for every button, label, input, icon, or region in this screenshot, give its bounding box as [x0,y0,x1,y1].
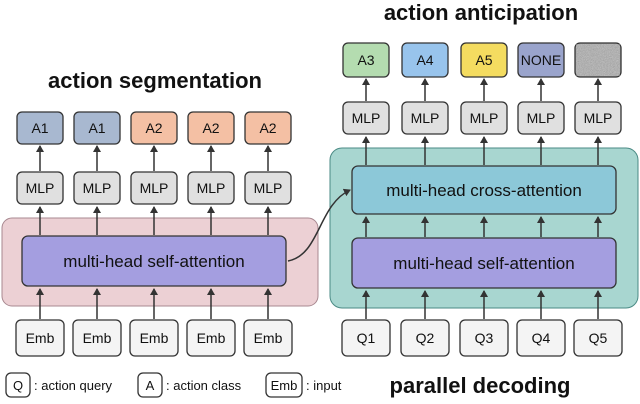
ant-mlp-1-label: MLP [352,110,381,126]
legend-text-1: : action query [34,378,113,393]
emb-input-3: Emb [129,319,179,357]
ant-mlp-5-label: MLP [584,110,613,126]
seg-mlp-1: MLP [16,171,64,205]
encoder-to-cross-attention-arrow [287,188,351,262]
legend-key-box-2 [137,372,163,398]
emb-input-2-label: Emb [83,330,112,346]
emb-input-1: Emb [15,319,65,357]
query-3: Q3 [459,319,509,357]
ant-mlp-4: MLP [517,101,565,135]
ant-output-3-label: A5 [475,52,492,68]
seg-mlp-5: MLP [244,171,292,205]
legend-key-box-3 [265,372,303,398]
decoding-self-attention-block [351,237,617,289]
anticipation-title: action anticipation [384,0,578,25]
legend-key-2: A [146,378,155,393]
segmentation-self-attention-label: multi-head self-attention [63,252,244,271]
seg-output-1-label: A1 [31,120,48,136]
query-4: Q4 [516,319,566,357]
seg-mlp-5-label: MLP [254,180,283,196]
emb-input-5-label: Emb [254,330,283,346]
seg-output-3-label: A2 [145,120,162,136]
legend-text-3: : input [306,378,342,393]
emb-input-2: Emb [72,319,122,357]
seg-output-5-label: A2 [259,120,276,136]
ant-output-3: A5 [460,42,508,78]
ant-mlp-5: MLP [574,101,622,135]
ant-mlp-2: MLP [401,101,449,135]
seg-output-2-label: A1 [88,120,105,136]
emb-input-1-label: Emb [26,330,55,346]
seg-mlp-4: MLP [187,171,235,205]
cross-attention-label: multi-head cross-attention [386,181,582,200]
query-2-label: Q2 [416,330,435,346]
ant-output-4: NONE [517,42,565,78]
legend: Q : action query A : action class Emb : input [5,372,342,398]
ant-output-noise [574,42,622,78]
seg-mlp-1-label: MLP [26,180,55,196]
query-5: Q5 [573,319,623,357]
legend-key-3: Emb [271,378,298,393]
ant-mlp-3-label: MLP [470,110,499,126]
query-4-label: Q4 [532,330,551,346]
seg-mlp-2: MLP [73,171,121,205]
segmentation-title: action segmentation [48,68,262,93]
seg-mlp-4-label: MLP [197,180,226,196]
segmentation-self-attention-block [21,235,287,287]
ant-output-4-label: NONE [521,52,561,68]
legend-key-box-1 [5,372,31,398]
query-2: Q2 [400,319,450,357]
ant-output-2: A4 [401,42,449,78]
legend-key-1: Q [13,378,23,393]
legend-text-2: : action class [166,378,242,393]
seg-output-4-label: A2 [202,120,219,136]
seg-output-3: A2 [130,111,178,145]
seg-mlp-2-label: MLP [83,180,112,196]
decoding-title: parallel decoding [390,373,571,398]
ant-output-1-label: A3 [357,52,374,68]
seg-output-2: A1 [73,111,121,145]
ant-mlp-3: MLP [460,101,508,135]
seg-output-5: A2 [244,111,292,145]
ant-mlp-4-label: MLP [527,110,556,126]
emb-input-3-label: Emb [140,330,169,346]
emb-input-5: Emb [243,319,293,357]
seg-output-4: A2 [187,111,235,145]
query-1-label: Q1 [357,330,376,346]
emb-input-4-label: Emb [197,330,226,346]
query-3-label: Q3 [475,330,494,346]
query-1: Q1 [341,319,391,357]
seg-mlp-3-label: MLP [140,180,169,196]
ant-output-1: A3 [342,42,390,78]
ant-mlp-1: MLP [342,101,390,135]
emb-input-4: Emb [186,319,236,357]
decoding-self-attention-label: multi-head self-attention [393,254,574,273]
ant-mlp-2-label: MLP [411,110,440,126]
ant-output-2-label: A4 [416,52,433,68]
seg-mlp-3: MLP [130,171,178,205]
query-5-label: Q5 [589,330,608,346]
seg-output-1: A1 [16,111,64,145]
cross-attention-block [351,165,617,215]
